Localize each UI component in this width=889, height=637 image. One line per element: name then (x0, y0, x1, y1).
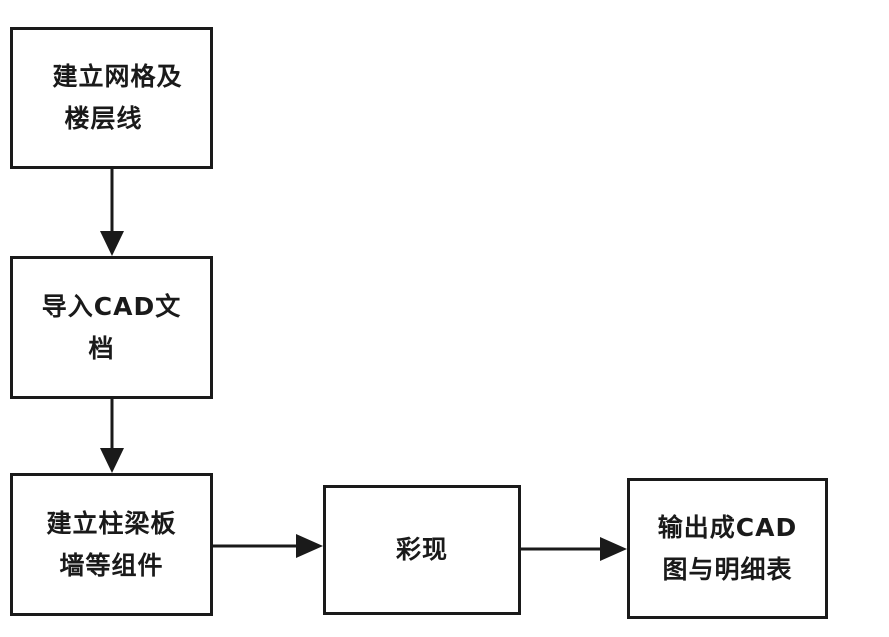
edge-n2-n3 (100, 399, 124, 473)
node-build-grid-and-levels: 建立网格及 楼层线 (10, 27, 213, 169)
node-label-line: 档 (88, 333, 115, 363)
arrowhead-right-icon (296, 534, 323, 558)
node-label: 建立柱梁板 墙等组件 (46, 503, 176, 587)
node-label-line: 图与明细表 (662, 554, 793, 584)
node-build-components: 建立柱梁板 墙等组件 (10, 473, 213, 616)
edge-n4-n5 (521, 537, 627, 561)
node-label-line: 建立柱梁板 (46, 508, 177, 538)
node-label: 建立网格及 楼层线 (40, 56, 182, 140)
edge-n3-n4 (213, 534, 323, 558)
node-output-cad-drawings-and-schedules: 输出成CAD 图与明细表 (627, 478, 828, 619)
node-label-line: 墙等组件 (59, 550, 164, 580)
node-label: 导入CAD文 档 (42, 286, 181, 370)
arrowhead-right-icon (600, 537, 627, 561)
arrowhead-down-icon (100, 231, 124, 256)
node-render: 彩现 (323, 485, 521, 615)
node-label-line: 导入CAD文 (41, 291, 182, 321)
node-label-line: 彩现 (395, 535, 448, 564)
edge-n1-n2 (100, 169, 124, 256)
node-label-line: 建立网格及 (52, 62, 183, 91)
node-label: 彩现 (396, 529, 448, 571)
node-label-line: 楼层线 (64, 104, 143, 133)
node-label: 输出成CAD 图与明细表 (658, 507, 797, 591)
node-label-line: 输出成CAD (657, 512, 798, 542)
arrowhead-down-icon (100, 448, 124, 473)
node-import-cad-document: 导入CAD文 档 (10, 256, 213, 399)
